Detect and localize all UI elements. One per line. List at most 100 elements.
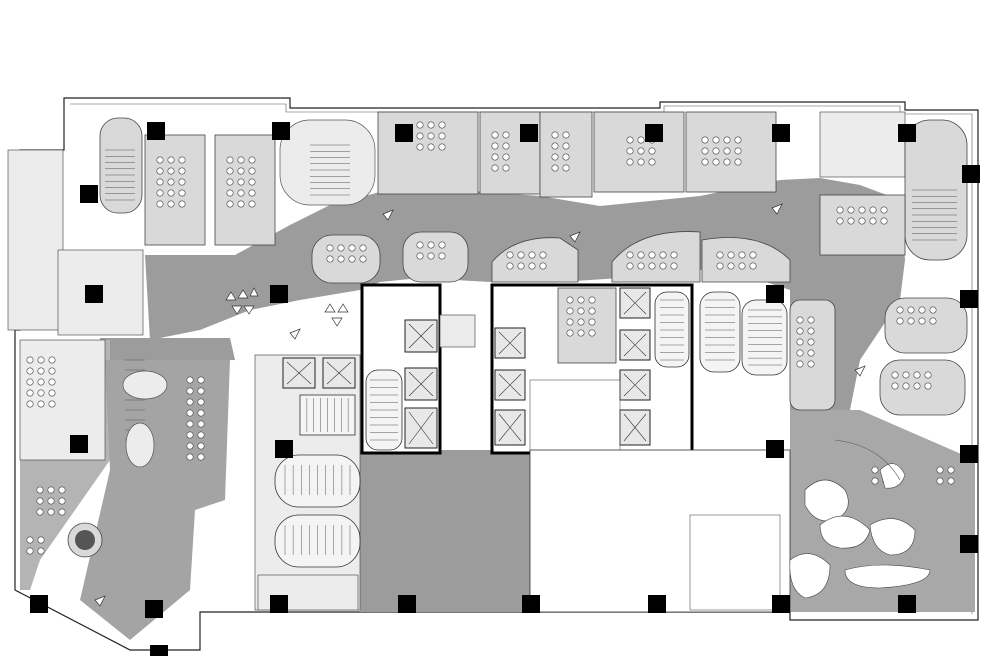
furniture-seat [359, 244, 367, 252]
furniture-seat [929, 306, 937, 314]
furniture-seat [491, 142, 499, 150]
structural-columns [30, 122, 980, 656]
furniture-seat [936, 466, 944, 474]
furniture-seat [48, 389, 56, 397]
furniture-seat [326, 244, 334, 252]
southwest-stairs [254, 354, 361, 611]
furniture-seat [427, 121, 435, 129]
column-marker [520, 124, 538, 142]
furniture-seat [551, 131, 559, 139]
furniture-seat [226, 200, 234, 208]
furniture-seat [902, 382, 910, 390]
furniture-seat [539, 251, 547, 259]
column-marker [960, 535, 978, 553]
furniture-seat [659, 251, 667, 259]
furniture-seat [913, 382, 921, 390]
furniture-seat [712, 136, 720, 144]
furniture-seat [637, 136, 645, 144]
furniture-seat [167, 189, 175, 197]
elevator-cross [408, 323, 434, 349]
furniture-seat [427, 132, 435, 140]
furniture-seat [178, 189, 186, 197]
furniture-seat [226, 178, 234, 186]
furniture-seat [491, 131, 499, 139]
furniture-seat [712, 158, 720, 166]
column-marker [398, 595, 416, 613]
elevator-cross [623, 373, 647, 397]
furniture-seat [626, 262, 634, 270]
furniture-seat [226, 156, 234, 164]
furniture-seat [929, 317, 937, 325]
furniture-seat [197, 420, 205, 428]
column-marker [395, 124, 413, 142]
furniture-seat [337, 244, 345, 252]
furniture-seat [871, 477, 879, 485]
open-floor-zones [529, 379, 791, 613]
column-marker [648, 595, 666, 613]
elevator-cross [498, 373, 522, 397]
furniture-seat [26, 356, 34, 364]
furniture-seat [907, 306, 915, 314]
furniture-seat [517, 251, 525, 259]
furniture-seat [197, 409, 205, 417]
furniture-seat [37, 400, 45, 408]
furniture-seat [506, 251, 514, 259]
elevator-cross [498, 413, 522, 442]
furniture-seat [947, 466, 955, 474]
furniture-seat [248, 200, 256, 208]
furniture-seat [156, 167, 164, 175]
furniture-seat [528, 262, 536, 270]
west-core [360, 283, 476, 455]
furniture-seat [248, 167, 256, 175]
furniture-seat [248, 178, 256, 186]
column-marker [270, 595, 288, 613]
furniture-seat [847, 206, 855, 214]
furniture-seat [237, 178, 245, 186]
column-marker [772, 124, 790, 142]
furniture-seat [167, 178, 175, 186]
furniture-seat [637, 251, 645, 259]
column-marker [898, 595, 916, 613]
elevator-cross [623, 333, 647, 357]
furniture-seat [502, 131, 510, 139]
furniture-seat [37, 356, 45, 364]
furniture-seat [637, 158, 645, 166]
west-lobby-features [67, 370, 168, 558]
furniture-seat [237, 156, 245, 164]
furniture-seat [896, 317, 904, 325]
lounge-furniture [789, 439, 931, 599]
furniture-seat [936, 477, 944, 485]
furniture-seat [58, 508, 66, 516]
furniture-seat [491, 164, 499, 172]
furniture-seat [796, 349, 804, 357]
furniture-seat [734, 158, 742, 166]
furniture-seat [659, 262, 667, 270]
furniture-seat [186, 398, 194, 406]
furniture-seat [167, 167, 175, 175]
furniture-seat [723, 158, 731, 166]
furniture-seat [48, 378, 56, 386]
furniture-seat [36, 497, 44, 505]
furniture-seat [226, 189, 234, 197]
furniture-seat [186, 442, 194, 450]
furniture-seat [924, 382, 932, 390]
furniture-seat [902, 371, 910, 379]
furniture-seat [626, 158, 634, 166]
furniture-seat [491, 153, 499, 161]
furniture-seat [186, 420, 194, 428]
furniture-seat [528, 251, 536, 259]
furniture-seat [749, 262, 757, 270]
north-rooms [99, 111, 968, 261]
furniture-seat [847, 217, 855, 225]
furniture-seat [539, 262, 547, 270]
furniture-seat [566, 329, 574, 337]
furniture-seat [36, 486, 44, 494]
furniture-seat [796, 327, 804, 335]
furniture-seat [26, 389, 34, 397]
furniture-seat [907, 317, 915, 325]
furniture-seat [37, 547, 45, 555]
furniture-seat [836, 217, 844, 225]
column-marker [772, 595, 790, 613]
furniture-seat [734, 147, 742, 155]
elevator-crosses [286, 291, 647, 445]
